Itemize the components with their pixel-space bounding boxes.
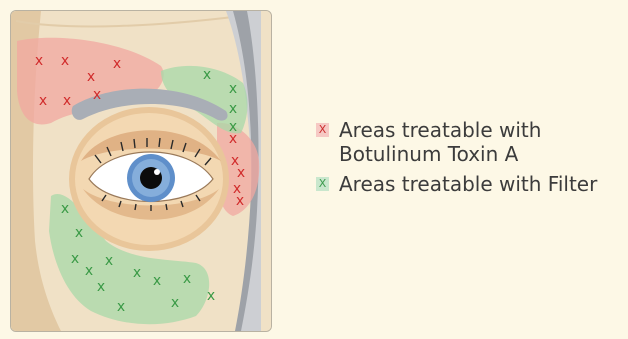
botox-marker: x — [93, 87, 101, 103]
botox-marker: x — [39, 93, 47, 109]
filler-marker: x — [85, 263, 93, 279]
legend-item-filler: X Areas treatable with Filter — [316, 172, 621, 196]
filler-marker: x — [117, 299, 125, 315]
eye-highlight — [154, 169, 160, 175]
filler-x-icon: X — [316, 177, 329, 191]
botox-marker: x — [113, 56, 121, 72]
legend-label-botox: Areas treatable with Botulinum Toxin A — [339, 118, 541, 166]
botox-marker: x — [236, 193, 244, 209]
filler-marker: x — [105, 253, 113, 269]
legend-filler-line1: Areas treatable with Filter — [339, 172, 597, 196]
filler-marker: x — [183, 271, 191, 287]
filler-marker: x — [229, 119, 237, 135]
legend: X Areas treatable with Botulinum Toxin A… — [316, 118, 621, 196]
botox-marker: x — [237, 165, 245, 181]
legend-botox-line1: Areas treatable with — [339, 118, 541, 142]
eye-area-illustration: x x x x x x x x x x x x x x x x x x x x … — [10, 10, 272, 332]
botox-marker: x — [35, 53, 43, 69]
filler-marker: x — [75, 225, 83, 241]
filler-marker: x — [229, 81, 237, 97]
filler-marker: x — [71, 251, 79, 267]
face-diagram: x x x x x x x x x x x x x x x x x x x x … — [11, 11, 271, 331]
botox-x-icon: X — [316, 123, 329, 137]
filler-marker: x — [171, 295, 179, 311]
legend-item-botox: X Areas treatable with Botulinum Toxin A — [316, 118, 621, 166]
botox-marker: x — [61, 53, 69, 69]
filler-marker: x — [207, 288, 215, 304]
legend-label-filler: Areas treatable with Filter — [339, 172, 597, 196]
filler-marker: x — [97, 279, 105, 295]
botox-marker: x — [87, 69, 95, 85]
botox-marker: x — [63, 93, 71, 109]
filler-marker: x — [61, 201, 69, 217]
filler-marker: x — [133, 265, 141, 281]
filler-marker: x — [203, 67, 211, 83]
filler-marker: x — [229, 101, 237, 117]
legend-botox-line2: Botulinum Toxin A — [339, 142, 541, 166]
filler-marker: x — [153, 273, 161, 289]
